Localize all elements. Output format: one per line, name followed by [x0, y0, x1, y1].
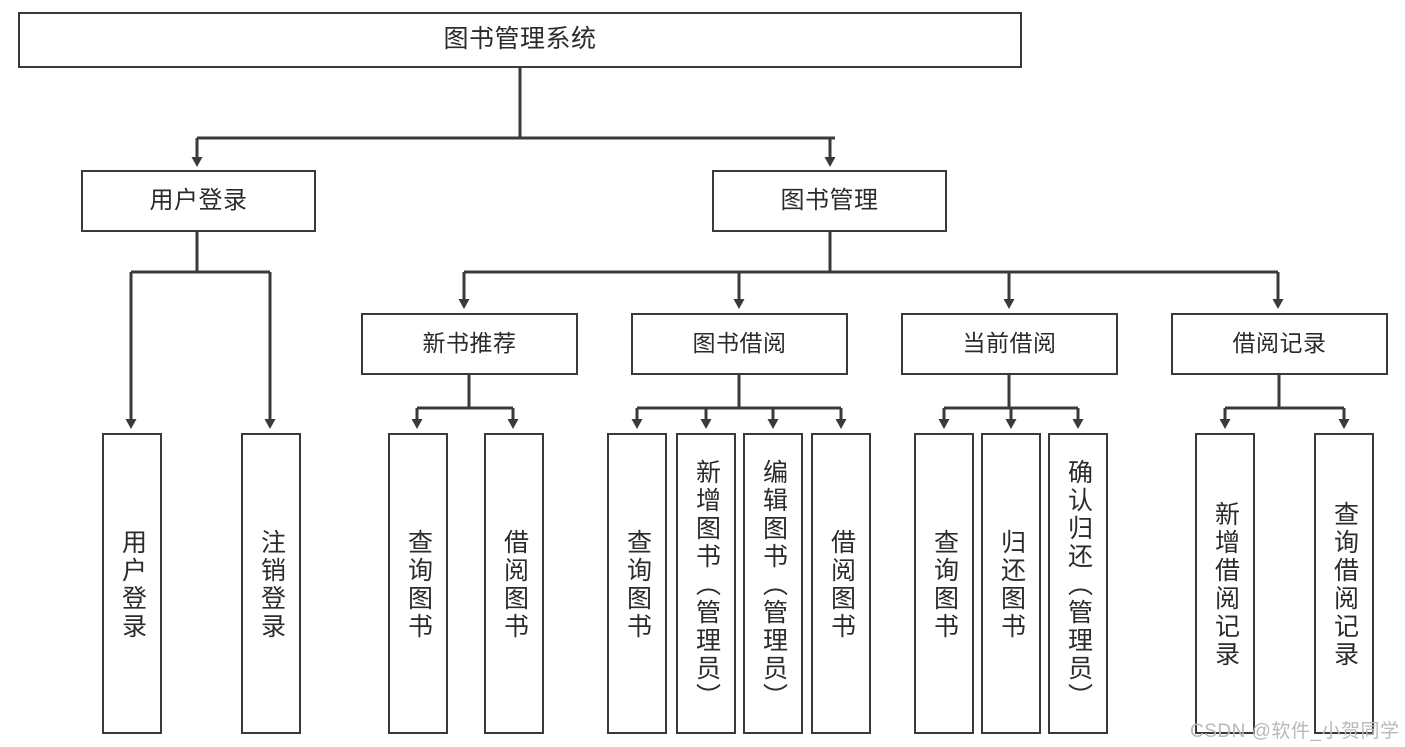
node-label: 新书推荐 — [422, 330, 517, 357]
node-label: 查询图书 — [404, 528, 433, 641]
leaf-edit-book-admin[interactable]: 编辑图书（管理员） — [743, 433, 803, 734]
node-label: 当前借阅 — [962, 330, 1057, 357]
node-label: 用户登录 — [118, 528, 147, 641]
leaf-query-borrowing-record[interactable]: 查询借阅记录 — [1314, 433, 1374, 734]
node-label: 新增借阅记录 — [1211, 500, 1240, 669]
node-book-management[interactable]: 图书管理 — [712, 170, 947, 232]
node-current-borrowing[interactable]: 当前借阅 — [901, 313, 1118, 375]
node-book-borrowing[interactable]: 图书借阅 — [631, 313, 848, 375]
leaf-query-books-current[interactable]: 查询图书 — [914, 433, 974, 734]
leaf-query-books-borrowing[interactable]: 查询图书 — [607, 433, 667, 734]
node-label: 图书管理 — [780, 186, 879, 214]
csdn-watermark: CSDN @软件_小贺同学 — [1190, 721, 1400, 742]
node-user-login[interactable]: 用户登录 — [81, 170, 316, 232]
leaf-logout[interactable]: 注销登录 — [241, 433, 301, 734]
node-label: 查询借阅记录 — [1330, 500, 1359, 669]
node-label: 查询图书 — [930, 528, 959, 641]
leaf-query-books-recommendation[interactable]: 查询图书 — [388, 433, 448, 734]
node-label: 图书管理系统 — [443, 25, 597, 54]
leaf-return-books[interactable]: 归还图书 — [981, 433, 1041, 734]
leaf-confirm-return-admin[interactable]: 确认归还（管理员） — [1048, 433, 1108, 734]
node-label: 用户登录 — [149, 186, 248, 214]
node-label: 借阅记录 — [1232, 330, 1327, 357]
leaf-add-borrowing-record[interactable]: 新增借阅记录 — [1195, 433, 1255, 734]
node-label: 借阅图书 — [500, 528, 529, 641]
node-label: 注销登录 — [257, 528, 286, 641]
leaf-user-login[interactable]: 用户登录 — [102, 433, 162, 734]
node-label: 编辑图书（管理员） — [759, 458, 788, 711]
leaf-add-book-admin[interactable]: 新增图书（管理员） — [676, 433, 736, 734]
node-label: 确认归还（管理员） — [1064, 458, 1093, 711]
node-label: 归还图书 — [997, 528, 1026, 641]
node-root-book-management-system[interactable]: 图书管理系统 — [18, 12, 1022, 68]
node-label: 图书借阅 — [692, 330, 787, 357]
node-label: 借阅图书 — [827, 528, 856, 641]
node-label: 查询图书 — [623, 528, 652, 641]
leaf-borrow-books-borrowing[interactable]: 借阅图书 — [811, 433, 871, 734]
node-label: 新增图书（管理员） — [692, 458, 721, 711]
node-new-book-recommendation[interactable]: 新书推荐 — [361, 313, 578, 375]
leaf-borrow-books-recommendation[interactable]: 借阅图书 — [484, 433, 544, 734]
node-borrowing-records[interactable]: 借阅记录 — [1171, 313, 1388, 375]
